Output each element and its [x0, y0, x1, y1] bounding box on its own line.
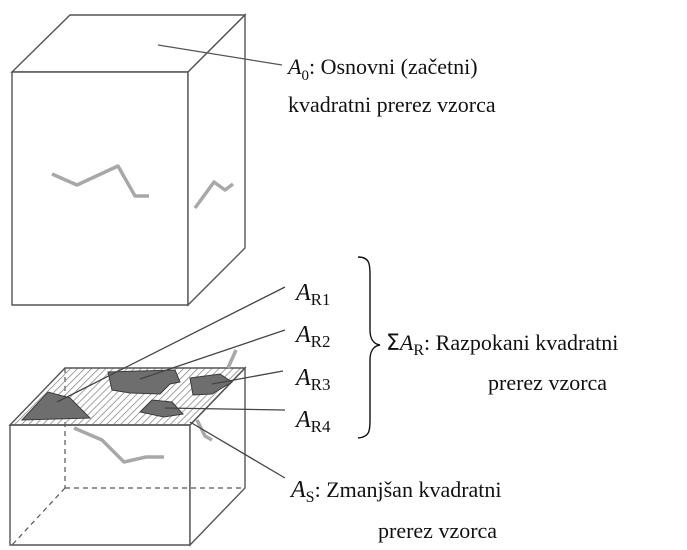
as-label-line2: prerez vzorca	[378, 518, 497, 543]
bottom-block-front-face	[9, 424, 191, 546]
ar4-leader-line	[164, 407, 286, 411]
as-label: AS: Zmanjšan kvadratni	[289, 477, 502, 506]
hidden-edge-diagonal	[11, 487, 66, 546]
ar3-leader-line	[211, 370, 284, 385]
curly-brace	[357, 256, 381, 439]
a0-label-line2: kvadratni prerez vzorca	[288, 92, 496, 117]
top-block-side-face	[187, 13, 246, 307]
original-specimen-block	[10, 13, 247, 307]
ar3-label: AR3	[294, 365, 331, 394]
crack-top-bottom	[226, 349, 238, 369]
crack-front-bottom	[73, 426, 164, 464]
as-leader-line	[189, 421, 286, 479]
crack-side-top	[193, 180, 235, 210]
region-ar2	[107, 369, 181, 395]
ar1-leader-line	[56, 286, 286, 403]
ar2-leader-line	[139, 329, 286, 380]
crack-front-top	[51, 164, 149, 198]
ar1-label: AR1	[294, 280, 331, 309]
ar4-label: AR4	[294, 407, 331, 436]
sum-ar-label-line2: prerez vzorca	[488, 370, 607, 395]
region-ar3	[189, 373, 233, 396]
a0-label: A0: Osnovni (začetni)	[286, 54, 478, 84]
region-ar1	[20, 391, 92, 421]
top-block-front-face	[11, 71, 189, 306]
ar2-label: AR2	[294, 322, 331, 351]
a0-leader-line	[157, 44, 283, 66]
cracked-specimen-block	[8, 349, 247, 547]
crack-side-bottom	[195, 419, 213, 442]
sum-ar-label: ΣAR: Razpokani kvadratni	[386, 330, 618, 359]
